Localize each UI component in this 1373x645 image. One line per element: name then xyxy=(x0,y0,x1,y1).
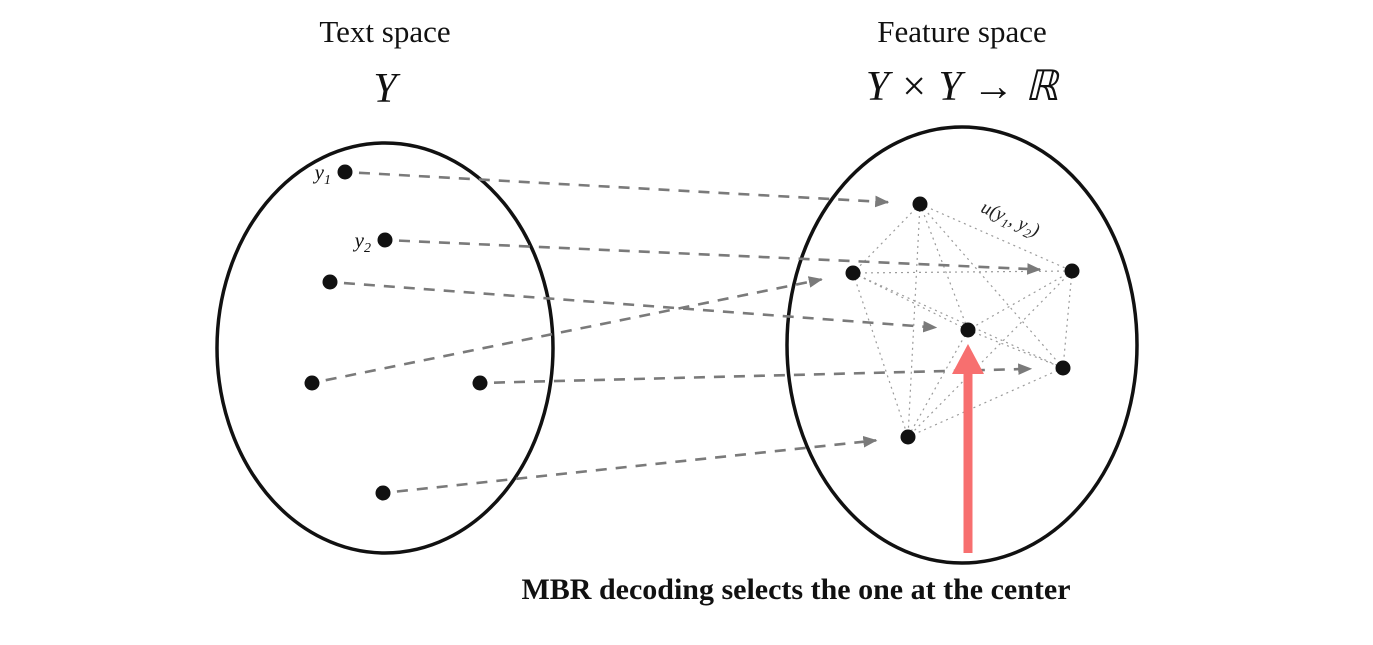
utility-edge xyxy=(852,272,909,438)
utility-edge xyxy=(919,203,1064,369)
text-space-ellipse xyxy=(215,141,555,555)
feature-space-point xyxy=(845,265,861,281)
utility-function-label: u(y1, y2) xyxy=(977,197,1043,244)
mbr-caption: MBR decoding selects the one at the cent… xyxy=(521,573,1070,606)
feature-space-ellipse xyxy=(785,125,1139,565)
utility-edge xyxy=(919,203,969,331)
mbr-arrowhead-icon xyxy=(952,344,984,374)
mapping-arrow xyxy=(358,171,890,208)
text-space-point xyxy=(377,232,393,248)
mapping-arrow xyxy=(325,276,823,382)
utility-edge xyxy=(907,203,921,438)
utility-graph-edges xyxy=(852,203,1073,438)
set-ellipses xyxy=(215,125,1139,565)
utility-edge xyxy=(967,270,1073,331)
text-space-point xyxy=(337,164,353,180)
mapping-arrow xyxy=(343,281,938,333)
feature-space-point xyxy=(900,429,916,445)
feature-space-point xyxy=(1055,360,1071,376)
utility-edge xyxy=(907,270,1073,438)
right-space-symbol: Y × Y → ℝ xyxy=(866,64,1060,110)
text-space-point xyxy=(472,375,488,391)
text-space-point xyxy=(304,375,320,391)
utility-edge xyxy=(907,329,969,438)
left-space-title: Text space xyxy=(319,14,450,49)
point-label: y2 xyxy=(353,228,371,256)
right-space-title: Feature space xyxy=(877,14,1047,49)
text-space-point xyxy=(375,485,391,501)
utility-edge xyxy=(919,203,1073,272)
point-label: y1 xyxy=(313,160,331,188)
utility-edge xyxy=(852,270,1073,274)
left-space-symbol: Y xyxy=(373,66,401,112)
utility-edge xyxy=(852,203,921,274)
center-point xyxy=(960,322,976,338)
feature-space-point xyxy=(1064,263,1080,279)
sample-points xyxy=(304,164,1080,501)
mapping-arrows xyxy=(325,171,1042,493)
text-space-point xyxy=(322,274,338,290)
mapping-arrow xyxy=(493,363,1033,384)
utility-edge xyxy=(907,367,1064,438)
mbr-highlight-arrow xyxy=(952,344,984,553)
mapping-arrow xyxy=(398,239,1042,275)
utility-edge xyxy=(852,272,1064,369)
feature-space-point xyxy=(912,196,928,212)
mapping-arrow xyxy=(396,435,878,493)
utility-edge xyxy=(967,329,1064,369)
utility-edge xyxy=(1062,270,1073,369)
